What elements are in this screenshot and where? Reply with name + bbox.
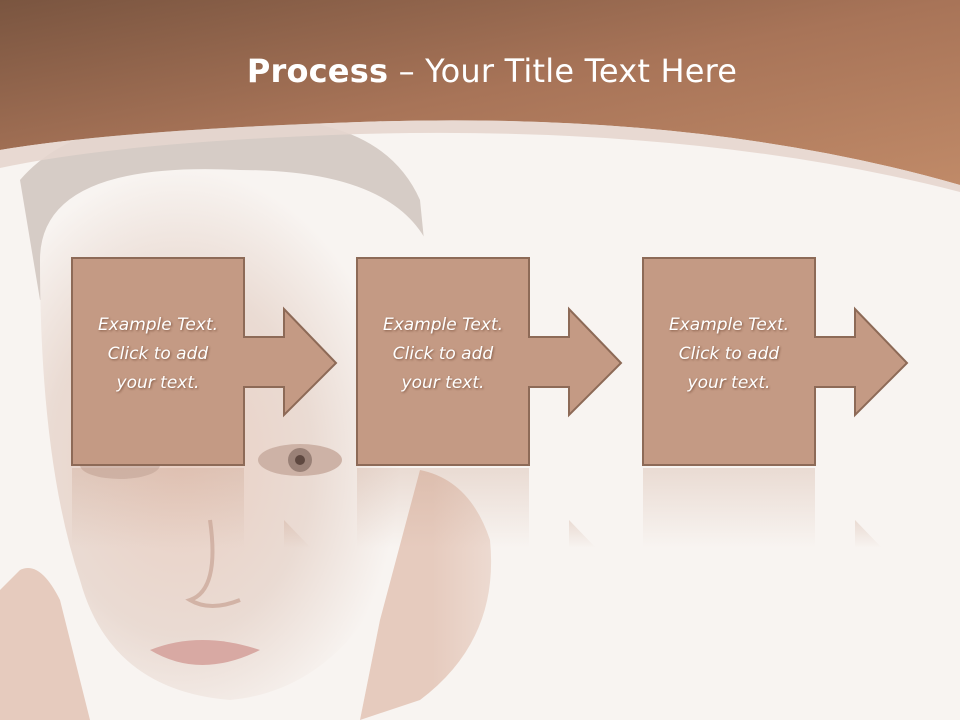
step-text-line-2: Click to add	[678, 344, 780, 364]
step-reflection	[643, 468, 882, 548]
process-step-2[interactable]: Example Text. Click to add your text.	[356, 257, 626, 467]
step-box-shape	[71, 257, 338, 466]
step-text[interactable]: Example Text. Click to add your text.	[73, 311, 243, 398]
step-text-line-2: Click to add	[392, 344, 494, 364]
step-text-line-3: your text.	[401, 373, 485, 393]
step-box-shape	[356, 257, 623, 466]
step-text-line-1: Example Text.	[97, 315, 219, 335]
step-text-line-3: your text.	[116, 373, 200, 393]
title-bold-text: Process	[246, 52, 389, 90]
step-text-line-2: Click to add	[107, 344, 209, 364]
header-band	[0, 0, 960, 192]
step-box-shape	[642, 257, 909, 466]
title-rest-text: Your Title Text Here	[425, 52, 738, 90]
step-reflection	[72, 468, 311, 548]
step-text-line-3: your text.	[687, 373, 771, 393]
process-step-1[interactable]: Example Text. Click to add your text.	[71, 257, 341, 467]
step-reflection	[357, 468, 596, 548]
step-text[interactable]: Example Text. Click to add your text.	[644, 311, 814, 398]
slide-title[interactable]: Process – Your Title Text Here	[0, 52, 960, 90]
process-step-3[interactable]: Example Text. Click to add your text.	[642, 257, 912, 467]
title-dash: –	[388, 52, 426, 90]
step-text-line-1: Example Text.	[668, 315, 790, 335]
step-text-line-1: Example Text.	[382, 315, 504, 335]
step-text[interactable]: Example Text. Click to add your text.	[358, 311, 528, 398]
